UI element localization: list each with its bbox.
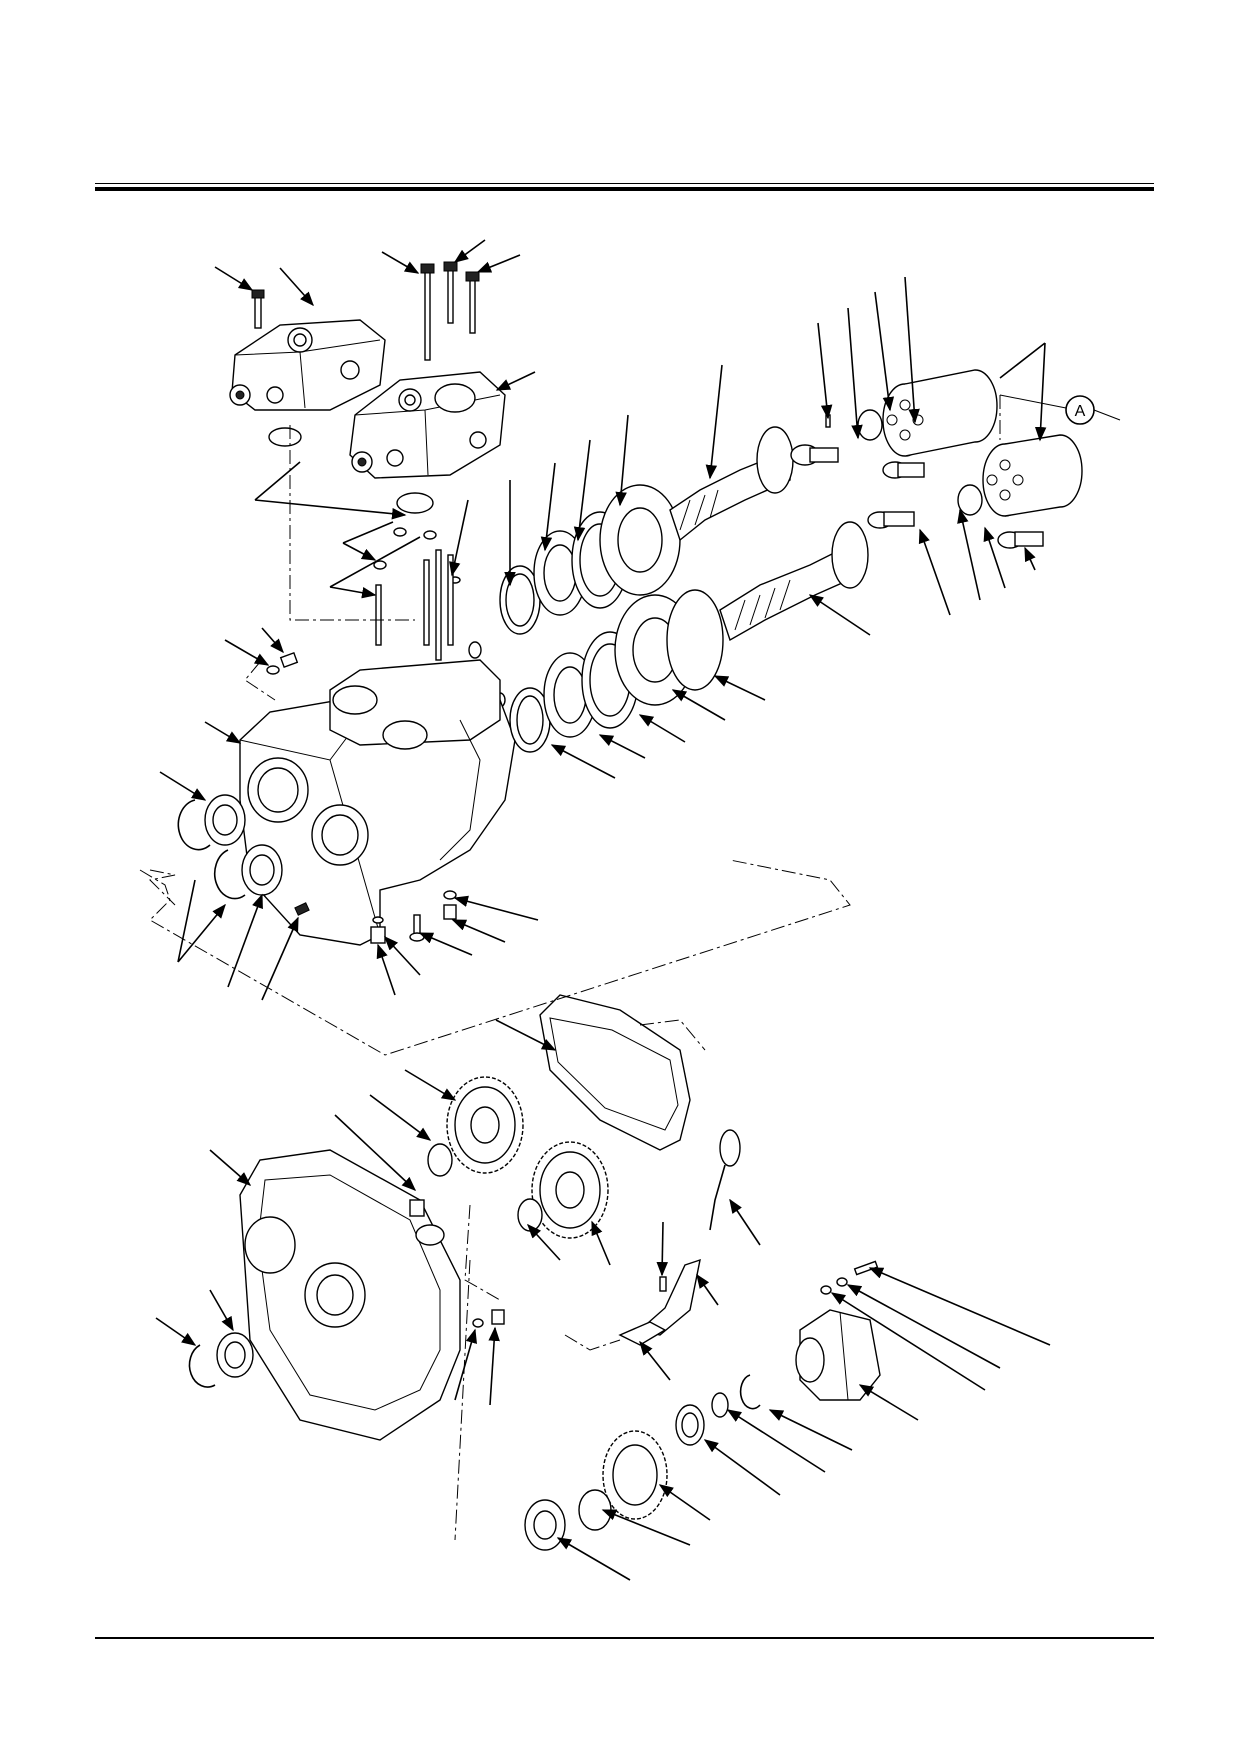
drive-shaft-upper	[669, 426, 794, 542]
callout-arrow	[713, 675, 766, 701]
callout-arrow	[449, 499, 469, 577]
callout-arrow	[204, 721, 242, 744]
plugs-under-housing	[370, 890, 457, 944]
callout-arrow	[830, 1292, 986, 1391]
pump-drive-bearings	[524, 1374, 761, 1551]
header-rule-thick	[95, 187, 1154, 191]
callout-arrow	[279, 267, 314, 307]
callout-arrow	[696, 1273, 719, 1306]
callout-arrow	[329, 536, 421, 595]
callout-arrow	[957, 508, 981, 601]
gear-pump	[795, 1260, 881, 1401]
callout-arrow	[983, 526, 1006, 589]
callout-arrow	[454, 1328, 477, 1401]
callout-arrow	[209, 1289, 234, 1332]
callout-arrow	[376, 943, 396, 996]
callout-arrow	[453, 895, 539, 921]
callout-arrow	[254, 461, 405, 515]
callout-arrow	[334, 1114, 417, 1191]
callout-arrow	[658, 1484, 711, 1521]
detail-marker-a: A	[999, 394, 1121, 425]
callout-arrow	[656, 1221, 669, 1277]
callout-arrow	[768, 1409, 853, 1451]
callout-arrow	[451, 919, 506, 943]
callout-arrow	[384, 935, 421, 976]
callout-arrow	[540, 462, 556, 552]
small-flange-gasket	[618, 1321, 667, 1346]
bearings-upper	[499, 484, 681, 635]
callout-arrow	[550, 744, 616, 779]
callout-arrow	[615, 414, 629, 507]
callout-arrow	[155, 1317, 197, 1346]
bolts-middle	[266, 549, 454, 675]
header-rule-thin	[95, 183, 1154, 184]
cover-seals	[188, 1332, 254, 1388]
callout-arrow	[703, 1439, 781, 1496]
callout-arrow	[591, 1220, 611, 1266]
callout-arrow	[918, 528, 951, 616]
callout-arrow	[705, 364, 723, 480]
drive-shaft-lower	[719, 521, 869, 642]
callout-arrow	[224, 639, 270, 666]
callout-arrow	[453, 239, 486, 263]
callout-arrow	[261, 627, 284, 654]
callout-arrow	[159, 771, 207, 801]
callout-arrow	[598, 734, 646, 759]
callout-arrow	[1024, 546, 1036, 571]
gasket	[539, 994, 691, 1151]
callout-arrow	[573, 439, 591, 542]
callout-arrow	[495, 1019, 557, 1051]
callout-arrow	[726, 1409, 826, 1473]
rear-cover	[239, 1149, 461, 1441]
callout-arrow	[858, 1384, 919, 1421]
callout-arrow	[868, 1267, 1051, 1346]
gears	[427, 1076, 668, 1531]
footer-rule	[95, 1637, 1154, 1639]
callout-arrow	[342, 521, 394, 560]
callout-arrow	[601, 1509, 691, 1546]
shaft-seals-left	[177, 794, 310, 916]
callout-arrow	[227, 893, 263, 988]
callout-arrow	[817, 322, 833, 420]
callout-arrow	[404, 1069, 457, 1101]
callout-arrow	[999, 342, 1045, 440]
callout-arrows	[155, 239, 1051, 1581]
callout-arrow	[846, 1284, 1001, 1369]
callout-arrow	[381, 251, 420, 274]
callout-arrow	[369, 1094, 432, 1141]
cover-plug	[472, 1309, 505, 1328]
regulator-valve-left	[229, 289, 386, 411]
callout-arrow	[729, 1198, 761, 1246]
pump-housing	[239, 659, 516, 946]
callout-arrow	[808, 594, 871, 636]
callout-arrow	[476, 254, 521, 273]
callout-arrow	[214, 266, 254, 291]
callout-arrow	[209, 1149, 252, 1186]
callout-arrow	[177, 879, 225, 963]
detail-marker-a-label: A	[1075, 403, 1086, 420]
callout-arrow	[556, 1537, 631, 1581]
callout-arrow	[495, 371, 536, 391]
callout-arrow	[418, 932, 473, 956]
callout-arrow	[904, 276, 920, 424]
callout-arrow	[527, 1223, 561, 1261]
callout-arrow	[671, 689, 726, 721]
callout-arrow	[639, 1340, 671, 1381]
callout-arrow	[488, 1326, 500, 1406]
callout-arrow	[638, 714, 686, 743]
callout-arrow	[874, 291, 895, 412]
oil-level-gauge	[638, 1129, 741, 1336]
bearings-lower	[509, 589, 724, 753]
cylinder-blocks	[790, 369, 1083, 549]
callout-arrow	[261, 916, 299, 1001]
regulator-valve-right	[349, 261, 506, 479]
callout-arrow	[847, 307, 863, 440]
